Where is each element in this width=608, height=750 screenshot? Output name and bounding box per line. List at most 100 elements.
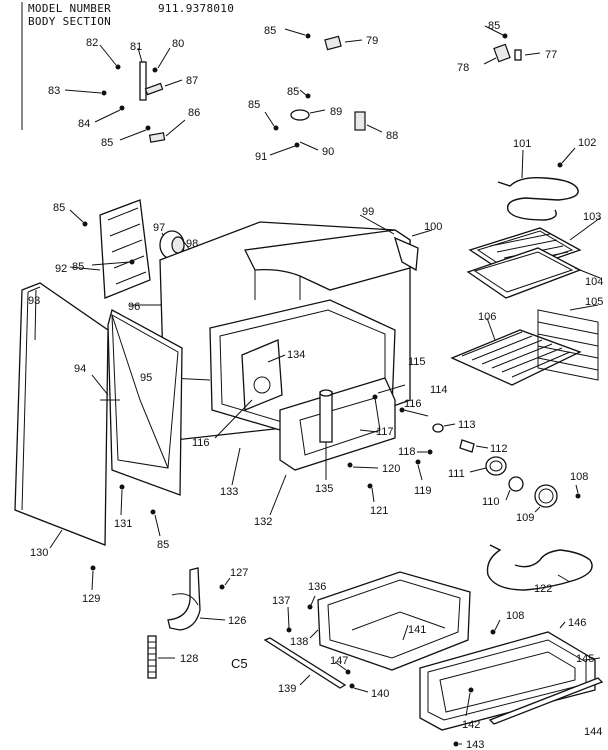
- part-78-switch: [493, 43, 511, 63]
- label-126: 126: [228, 615, 246, 627]
- label-110: 110: [482, 496, 500, 508]
- label-96: 96: [128, 301, 140, 313]
- figure-code: C5: [231, 656, 248, 671]
- label-137: 137: [272, 595, 290, 607]
- label-133: 133: [220, 486, 238, 498]
- label-93: 93: [28, 295, 40, 307]
- label-108: 108: [506, 610, 524, 622]
- part-88-lock: [354, 111, 366, 131]
- part-86-plate: [148, 132, 166, 143]
- part-87-pin: [144, 82, 164, 96]
- part-126-hinge: [167, 567, 201, 631]
- model-number-value: 911.9378010: [158, 2, 234, 15]
- part-81-hinge: [139, 61, 147, 101]
- label-128: 128: [180, 653, 198, 665]
- part-101-bake-element: [497, 176, 579, 221]
- drawer-group: [263, 571, 604, 747]
- label-105: 105: [585, 296, 603, 308]
- label-111: 111: [448, 468, 465, 480]
- part-labels: 85 79 85 77 78 82 81 80 87 83 84 85 86 8…: [28, 20, 603, 750]
- part-112-bulb: [459, 439, 475, 453]
- label-116: 116: [404, 398, 422, 410]
- label-92: 92: [55, 263, 67, 275]
- label-95: 95: [140, 372, 152, 384]
- label-121: 121: [370, 505, 388, 517]
- part-141-drawer-body: [317, 571, 471, 671]
- label-102: 102: [578, 137, 596, 149]
- label-103: 103: [583, 211, 601, 223]
- part-105-rack-support: [537, 309, 599, 381]
- label-101: 101: [513, 138, 531, 150]
- part-94-inner-door: [107, 309, 183, 496]
- label-145: 145: [576, 653, 594, 665]
- label-86: 86: [188, 107, 200, 119]
- part-144-trim-strip: [488, 677, 604, 725]
- label-129: 129: [82, 593, 100, 605]
- label-106: 106: [478, 311, 496, 323]
- model-number-label: MODEL NUMBER: [28, 2, 111, 15]
- label-85: 85: [157, 539, 169, 551]
- label-85: 85: [248, 99, 260, 111]
- label-85: 85: [101, 137, 113, 149]
- label-85: 85: [72, 261, 84, 273]
- part-79-bracket: [324, 35, 342, 51]
- label-134: 134: [287, 349, 305, 361]
- part-106-oven-rack: [450, 329, 582, 386]
- label-135: 135: [315, 483, 333, 495]
- label-112: 112: [490, 443, 508, 455]
- part-77-clip: [514, 49, 522, 61]
- label-122: 122: [534, 583, 552, 595]
- label-87: 87: [186, 75, 198, 87]
- label-131: 131: [114, 518, 132, 530]
- label-142: 142: [462, 719, 480, 731]
- label-140: 140: [371, 688, 389, 700]
- label-120: 120: [382, 463, 400, 475]
- right-hardware-group: [415, 423, 593, 591]
- label-97: 97: [153, 222, 165, 234]
- part-134-bake-plate: [241, 339, 283, 411]
- part-85-screw: [305, 33, 311, 39]
- part-145-drawer-front: [419, 631, 596, 731]
- part-139-drawer-slide: [263, 637, 347, 689]
- label-79: 79: [366, 35, 378, 47]
- part-89-knob: [290, 109, 310, 121]
- label-98: 98: [186, 238, 198, 250]
- label-146: 146: [568, 617, 586, 629]
- top-hardware-group: [64, 25, 541, 156]
- label-80: 80: [172, 38, 184, 50]
- part-92-side-panel: [99, 199, 151, 299]
- heating-element-group: [450, 147, 601, 386]
- part-100-bracket: [393, 236, 419, 272]
- label-109: 109: [516, 512, 534, 524]
- label-91: 91: [255, 151, 267, 163]
- label-104: 104: [585, 276, 603, 288]
- label-84: 84: [78, 118, 90, 130]
- label-90: 90: [322, 146, 334, 158]
- label-99: 99: [362, 206, 374, 218]
- label-89: 89: [330, 106, 342, 118]
- oven-body-group: [130, 214, 433, 516]
- label-119: 119: [414, 485, 432, 497]
- part-109-trim-ring: [534, 484, 558, 508]
- part-135-light-socket: [319, 391, 333, 443]
- label-117: 117: [376, 426, 394, 438]
- hinge-group: [147, 567, 231, 679]
- label-132: 132: [254, 516, 272, 528]
- part-111-ring: [485, 456, 507, 476]
- label-127: 127: [230, 567, 248, 579]
- label-139: 139: [278, 683, 296, 695]
- part-113-light-lens: [432, 423, 444, 433]
- part-122-broil-element: [486, 544, 593, 591]
- label-77: 77: [545, 49, 557, 61]
- label-78: 78: [457, 62, 469, 74]
- label-116: 116: [192, 437, 210, 449]
- label-82: 82: [86, 37, 98, 49]
- label-113: 113: [458, 419, 476, 431]
- label-85: 85: [287, 86, 299, 98]
- label-115: 115: [408, 356, 426, 368]
- label-94: 94: [74, 363, 86, 375]
- label-81: 81: [130, 41, 142, 53]
- part-93-outer-door-panel: [14, 282, 109, 546]
